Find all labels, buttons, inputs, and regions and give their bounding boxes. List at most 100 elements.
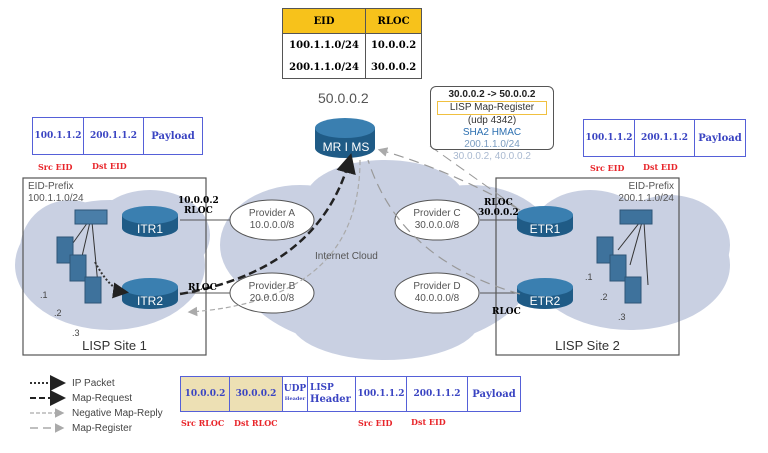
host-label: .3 (72, 328, 80, 338)
info-line: 200.1.1.0/24 (464, 139, 520, 150)
router-icons (122, 118, 573, 309)
itr1-rloc: 10.0.0.2 RLOC (178, 196, 219, 216)
prefix-value: 100.1.1.0/24 (28, 193, 84, 204)
server-icon (609, 254, 627, 282)
payload-cell: Payload (151, 130, 195, 142)
provider-prefix: 10.0.0.0/8 (249, 220, 295, 231)
dst-eid-cell: 200.1.1.2 (407, 377, 468, 411)
rloc-header: RLOC (365, 8, 422, 34)
site1-prefix: EID-Prefix 100.1.1.0/24 (28, 181, 84, 205)
lisp-sub: Header (310, 394, 351, 405)
server-icon (84, 276, 102, 304)
provider-prefix: 30.0.0.0/8 (414, 220, 460, 231)
itr1-ip: 10.0.0.2 (178, 196, 219, 206)
provider-name: Provider A (248, 208, 296, 219)
site2-prefix: EID-Prefix 200.1.1.0/24 (580, 181, 674, 205)
info-line: SHA2 HMAC (462, 127, 522, 138)
provider-a-cloud (229, 199, 315, 241)
internet-cloud (220, 160, 555, 360)
provider-prefix: 40.0.0.0/8 (414, 293, 460, 304)
site2-box (495, 177, 680, 356)
dst-rloc-label: Dst RLOC (234, 418, 278, 428)
lisp-label: LISP (310, 383, 334, 393)
table-cell: 200.1.1.0/24 (281, 56, 367, 79)
udp-label: UDP (283, 384, 307, 394)
dst-eid-cell: 200.1.1.2 (635, 120, 695, 156)
rloc-label: RLOC (483, 198, 513, 208)
provider-name: Provider D (413, 281, 461, 292)
itr1-label: ITR1 (136, 222, 163, 236)
eid-header: EID (281, 8, 367, 34)
src-eid-label: Src EID (590, 163, 625, 173)
info-line: LISP Map-Register (437, 101, 547, 115)
src-eid-cell: 100.1.1.2 (356, 377, 407, 411)
server-icon (56, 236, 74, 264)
info-line: 30.0.0.2, 40.0.0.2 (453, 151, 531, 162)
packet-left: 100.1.1.2 200.1.1.2 Payload (32, 117, 203, 155)
negative-map-reply-arrow (187, 159, 361, 317)
site1-switch-icon (74, 209, 108, 225)
etr1-ip: 30.0.0.2 (478, 208, 519, 218)
dst-eid-label: Dst EID (92, 161, 127, 171)
src-eid-cell: 100.1.1.2 (584, 120, 635, 156)
host-label: .2 (600, 292, 608, 302)
map-register-info-box: 30.0.0.2 -> 50.0.0.2 LISP Map-Register (… (430, 86, 554, 162)
dst-eid-label: Dst EID (643, 162, 678, 172)
internet-cloud-label: Internet Cloud (315, 251, 378, 262)
legend-item-map-request: Map-Request (72, 393, 133, 404)
src-rloc-cell: 10.0.0.2 (181, 377, 230, 411)
table-cell: 30.0.0.2 (365, 56, 422, 79)
map-request-arrow (179, 153, 356, 296)
dst-eid-cell: 200.1.1.2 (84, 118, 144, 154)
site1-box (22, 177, 207, 356)
payload-cell: Payload (698, 132, 742, 144)
host-label: .1 (40, 290, 48, 300)
prefix-label: EID-Prefix (628, 181, 674, 192)
site1-title: LISP Site 1 (82, 338, 147, 353)
etr2-label: ETR2 (529, 294, 561, 308)
info-line: (udp 4342) (467, 115, 517, 126)
src-eid-cell: 100.1.1.2 (33, 118, 84, 154)
info-line: 30.0.0.2 -> 50.0.0.2 (448, 89, 536, 100)
etr2-rloc: RLOC (492, 307, 521, 317)
etr1-rloc: RLOC 30.0.0.2 (478, 198, 519, 218)
host-label: .1 (585, 272, 593, 282)
dst-rloc-cell: 30.0.0.2 (230, 377, 283, 411)
rloc-label: RLOC (183, 206, 213, 216)
legend-item-ip-packet: IP Packet (72, 378, 115, 389)
etr1-label: ETR1 (529, 222, 561, 236)
itr2-label: ITR2 (136, 294, 163, 308)
legend: IP Packet Map-Request Negative Map-Reply… (72, 376, 163, 436)
src-eid-label: Src EID (38, 162, 73, 172)
provider-name: Provider C (413, 208, 461, 219)
provider-b-cloud (229, 272, 315, 314)
map-register-arrow (377, 147, 521, 211)
mr-ms-label: MR I MS (322, 140, 370, 154)
itr2-rloc: RLOC (188, 283, 217, 293)
server-icon (69, 254, 87, 282)
mr-ms-ip: 50.0.0.2 (318, 90, 369, 106)
provider-prefix: 20.0.0.0/8 (249, 293, 295, 304)
src-eid-label: Src EID (358, 418, 393, 428)
provider-d-cloud (394, 272, 480, 314)
legend-item-map-register: Map-Register (72, 423, 133, 434)
payload-cell: Payload (472, 388, 516, 400)
server-icon (596, 236, 614, 264)
dst-eid-label: Dst EID (411, 417, 446, 427)
host-label: .3 (618, 312, 626, 322)
provider-name: Provider B (248, 281, 296, 292)
legend-item-negative-map-reply: Negative Map-Reply (72, 408, 163, 419)
host-label: .2 (54, 308, 62, 318)
table-cell: 10.0.0.2 (365, 33, 422, 56)
provider-c-cloud (394, 199, 480, 241)
packet-right: 100.1.1.2 200.1.1.2 Payload (583, 119, 746, 157)
src-rloc-label: Src RLOC (181, 418, 225, 428)
table-cell: 100.1.1.0/24 (281, 33, 367, 56)
